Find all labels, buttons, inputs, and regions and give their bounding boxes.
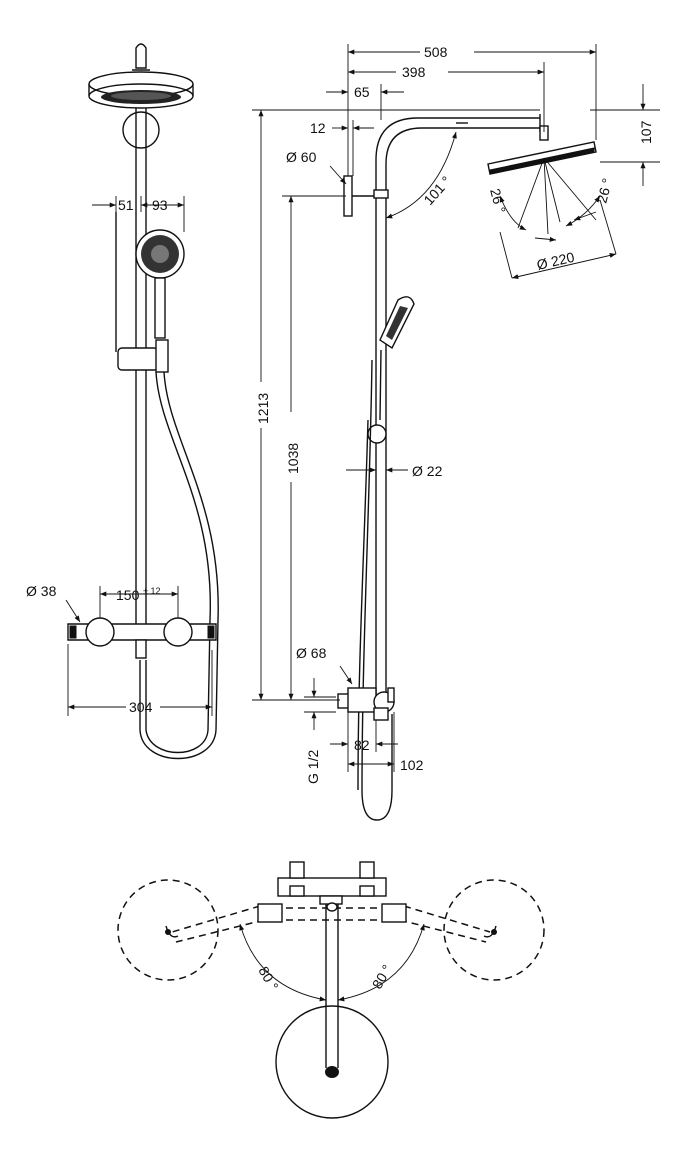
dim-26deg-right-label: 26 ° xyxy=(593,176,615,204)
dim-d220-label: Ø 220 xyxy=(535,249,576,273)
overhead-shower-front xyxy=(88,43,194,109)
dim-82-label: 82 xyxy=(354,737,370,753)
dim-1213-label: 1213 xyxy=(255,393,271,424)
dim-51-label: 51 xyxy=(118,197,134,213)
dim-107-label: 107 xyxy=(638,120,654,144)
dimension-d22: Ø 22 xyxy=(346,463,443,479)
dimension-150: 150 ± 12 xyxy=(99,586,179,618)
angle-right-label: 80 ° xyxy=(369,962,395,992)
dim-d60-label: Ø 60 xyxy=(286,149,317,165)
right-handle-swing-circle xyxy=(443,879,545,981)
dimension-d68: Ø 68 xyxy=(296,645,353,685)
left-handle-swing-circle xyxy=(117,879,219,981)
dimension-d38: Ø 38 xyxy=(26,583,81,623)
dim-g12-label: G 1/2 xyxy=(305,750,321,784)
dimension-d220: Ø 220 xyxy=(499,199,617,280)
front-view: 51 93 150 ± 12 Ø 38 304 xyxy=(26,43,219,760)
dimension-d60: Ø 60 xyxy=(286,149,347,185)
dimension-107: 107 xyxy=(590,84,660,186)
hand-shower-front xyxy=(135,229,185,339)
dim-65-label: 65 xyxy=(354,84,370,100)
angle-left-label: 80 ° xyxy=(255,964,281,994)
dimension-12: 12 xyxy=(310,120,374,176)
dim-1038-label: 1038 xyxy=(285,443,301,474)
riser-arm-side xyxy=(373,114,549,700)
thermostat-mixer-side xyxy=(337,687,395,721)
dimension-101deg: 101 ° xyxy=(385,131,457,219)
hand-shower-side xyxy=(367,296,415,444)
dim-150-label: 150 xyxy=(116,587,140,603)
dimension-g12: G 1/2 xyxy=(304,678,336,784)
dim-d22-label: Ø 22 xyxy=(412,463,443,479)
dim-398-label: 398 xyxy=(402,64,426,80)
dimension-102: 102 xyxy=(348,712,424,773)
dim-d38-label: Ø 38 xyxy=(26,583,57,599)
dimension-304: 304 xyxy=(67,644,213,716)
top-view: 80 ° 80 ° xyxy=(117,861,545,1119)
dim-93-label: 93 xyxy=(152,197,168,213)
dim-304-label: 304 xyxy=(129,699,153,715)
dimension-65: 65 xyxy=(326,84,404,120)
overhead-shower-side xyxy=(487,141,601,242)
dimension-1213: 1213 xyxy=(252,109,540,701)
dim-508-label: 508 xyxy=(424,44,448,60)
dimension-1038: 1038 xyxy=(282,195,346,700)
dim-150-tolerance: ± 12 xyxy=(143,586,160,596)
dim-101deg-label: 101 ° xyxy=(420,173,454,208)
side-view: 508 398 65 12 107 Ø 60 xyxy=(252,44,660,821)
dim-d68-label: Ø 68 xyxy=(296,645,327,661)
dim-26deg-left-label: 26 ° xyxy=(487,187,509,215)
thermostat-mixer-front xyxy=(67,617,217,659)
dim-12-label: 12 xyxy=(310,120,326,136)
overhead-shower-circle xyxy=(275,1005,389,1119)
dim-102-label: 102 xyxy=(400,757,424,773)
dimension-398: 398 xyxy=(348,62,545,132)
dimension-51-93: 51 93 xyxy=(92,196,185,232)
dimension-82: 82 xyxy=(330,712,398,772)
